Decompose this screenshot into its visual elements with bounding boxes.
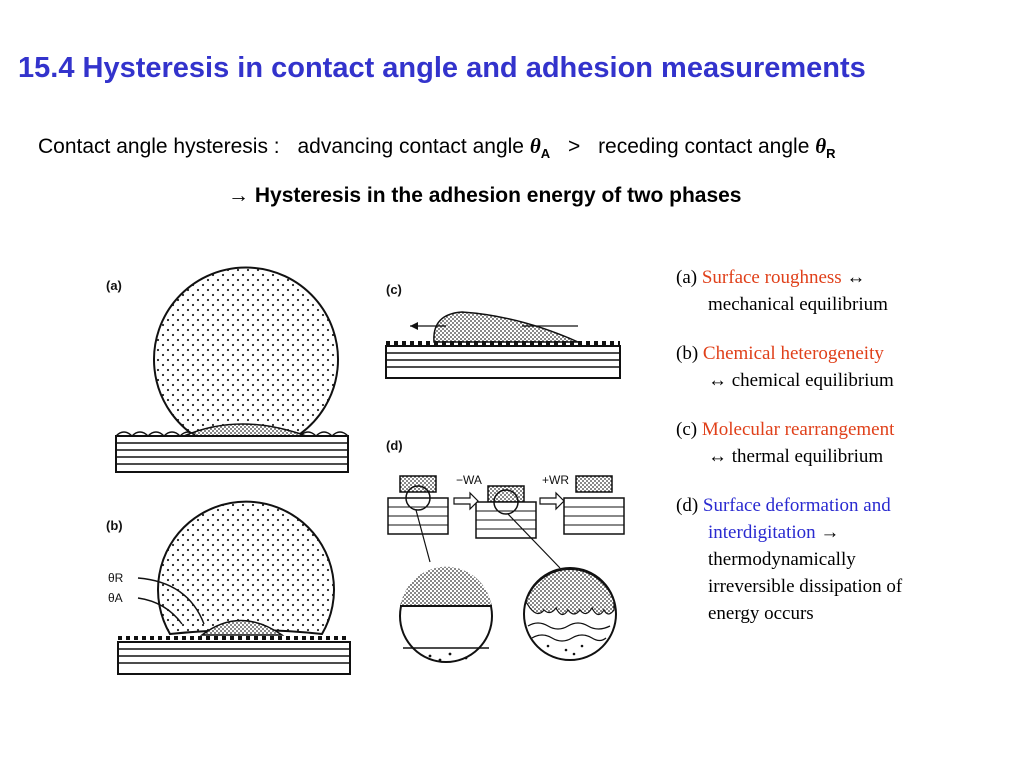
item-detail: energy occurs	[708, 603, 814, 624]
item-detail: thermodynamically	[708, 549, 856, 570]
definition-prefix: Contact angle hysteresis :	[38, 135, 280, 158]
wa-label: −WA	[456, 473, 482, 487]
list-item-molecular: (c) Molecular rearrangement ↔ thermal eq…	[676, 416, 1016, 470]
panel-a-drop	[115, 266, 349, 473]
greater-than-sign: >	[567, 135, 581, 158]
conclusion-line: → Hysteresis in the adhesion energy of t…	[228, 184, 741, 208]
item-highlight: Surface roughness	[701, 267, 842, 288]
panel-label-d: (d)	[386, 438, 403, 453]
slide-title: 15.4 Hysteresis in contact angle and adh…	[18, 52, 866, 84]
item-marker: (c)	[676, 419, 698, 440]
panel-c-drop	[385, 311, 621, 379]
list-item-chemical: (b) Chemical heterogeneity ↔ chemical eq…	[676, 340, 1016, 394]
theta-r-symbol: θ	[815, 134, 827, 158]
item-detail: ↔ thermal equilibrium	[708, 446, 884, 467]
panel-b-drop	[117, 500, 351, 675]
panel-label-a: (a)	[106, 278, 122, 293]
theta-r-subscript: R	[826, 146, 836, 162]
double-arrow-icon: ↔	[846, 267, 866, 288]
conclusion-text: Hysteresis in the adhesion energy of two…	[254, 184, 742, 207]
item-detail: ↔ chemical equilibrium	[708, 370, 894, 391]
theta-r-label: θR	[108, 571, 124, 585]
panel-label-c: (c)	[386, 282, 402, 297]
item-highlight: Surface deformation and	[702, 495, 891, 516]
mechanism-list: (a) Surface roughness ↔ mechanical equil…	[676, 264, 1016, 649]
item-highlight: Molecular rearrangement	[701, 419, 895, 440]
item-highlight-2: interdigitation	[708, 522, 816, 543]
right-arrow-icon: →	[820, 522, 840, 543]
hysteresis-figure: .lbl { font-family:"Liberation Sans", sa…	[106, 266, 625, 675]
item-marker: (a)	[676, 267, 698, 288]
list-item-deformation: (d) Surface deformation and interdigitat…	[676, 492, 1016, 627]
hysteresis-definition: Contact angle hysteresis : advancing con…	[38, 134, 1008, 161]
advancing-label: advancing contact angle	[297, 135, 524, 158]
wr-label: +WR	[542, 473, 569, 487]
item-detail: mechanical equilibrium	[708, 294, 888, 315]
list-item-roughness: (a) Surface roughness ↔ mechanical equil…	[676, 264, 1016, 318]
panel-label-b: (b)	[106, 518, 123, 533]
theta-a-label: θA	[108, 591, 123, 605]
item-detail: irreversible dissipation of	[708, 576, 903, 597]
item-marker: (d)	[676, 495, 699, 516]
item-marker: (b)	[676, 343, 699, 364]
item-highlight: Chemical heterogeneity	[702, 343, 884, 364]
panel-d-sequence	[387, 475, 625, 663]
theta-a-subscript: A	[540, 146, 551, 162]
theta-a-symbol: θ	[529, 134, 541, 158]
right-arrow-icon: →	[228, 184, 249, 207]
receding-label: receding contact angle	[598, 135, 810, 158]
